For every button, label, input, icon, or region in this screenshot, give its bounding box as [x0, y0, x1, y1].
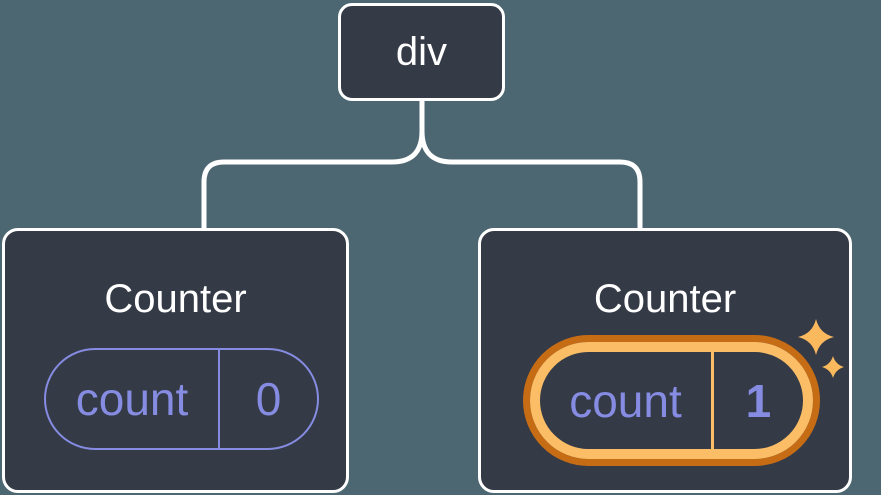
state-value-label: 1 [745, 374, 772, 427]
sparkle-large [798, 319, 834, 355]
connector-branch-right [419, 128, 643, 234]
state-pill-right: count 1 [530, 342, 813, 459]
state-key-cell: count [46, 350, 221, 448]
sparkle-small [822, 356, 844, 378]
state-value-label: 0 [255, 373, 282, 425]
connector-branch-left [201, 128, 425, 234]
state-key-label: count [75, 373, 189, 425]
state-key-label: count [569, 374, 682, 427]
state-key-cell: count [540, 352, 714, 449]
root-node-label: div [395, 29, 448, 74]
root-node-div: div [338, 3, 505, 101]
counter-card-left-title: Counter [104, 277, 247, 321]
state-pill-left: count 0 [44, 348, 319, 450]
counter-card-right-title: Counter [593, 277, 737, 321]
sparkles-icon [798, 319, 844, 378]
state-value-cell: 0 [220, 350, 317, 448]
counter-card-left: Counter count 0 [2, 228, 349, 493]
counter-card-right: Counter count 1 [478, 228, 852, 493]
state-pill-right-highlight-ring: count 1 [523, 335, 820, 466]
state-value-cell: 1 [714, 352, 803, 449]
